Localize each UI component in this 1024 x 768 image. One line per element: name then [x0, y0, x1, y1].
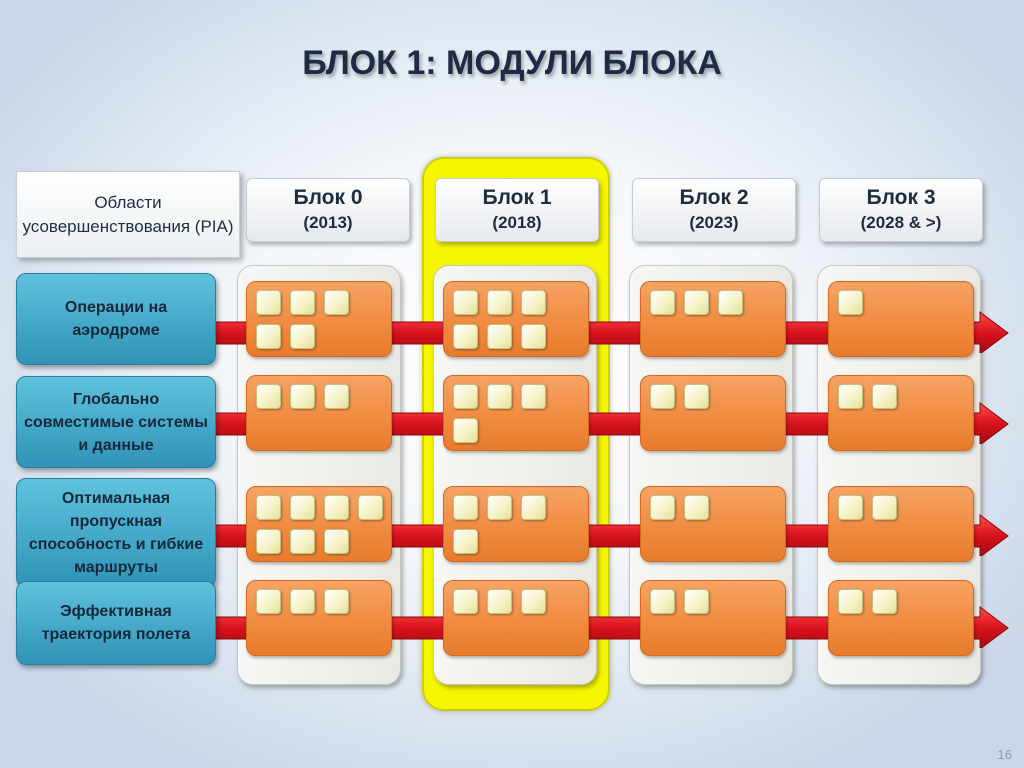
- module-cell: [828, 281, 974, 357]
- module-icon: [453, 418, 478, 443]
- module-icon: [838, 495, 863, 520]
- module-icon: [453, 495, 478, 520]
- module-icon: [650, 290, 675, 315]
- block-name: Блок 1: [482, 186, 552, 209]
- module-cell: [640, 375, 786, 451]
- module-cell: [640, 580, 786, 656]
- module-cell: [828, 486, 974, 562]
- module-icon: [256, 529, 281, 554]
- module-cell: [443, 580, 589, 656]
- module-icon: [324, 495, 349, 520]
- module-cell: [828, 580, 974, 656]
- block-year: (2023): [689, 213, 739, 232]
- block-year: (2013): [303, 213, 353, 232]
- module-icon: [650, 384, 675, 409]
- block-name: Блок 3: [866, 186, 936, 209]
- module-cell: [246, 486, 392, 562]
- module-icon: [521, 324, 546, 349]
- module-icon: [256, 384, 281, 409]
- module-icon: [650, 495, 675, 520]
- module-cell: [443, 375, 589, 451]
- module-cell: [640, 281, 786, 357]
- module-icon: [453, 529, 478, 554]
- module-icon: [838, 384, 863, 409]
- module-icon: [324, 529, 349, 554]
- module-icon: [684, 290, 709, 315]
- module-icon: [521, 290, 546, 315]
- module-icon: [684, 589, 709, 614]
- module-icon: [487, 384, 512, 409]
- module-icon: [487, 324, 512, 349]
- module-icon: [453, 589, 478, 614]
- module-icon: [453, 290, 478, 315]
- module-icon: [487, 589, 512, 614]
- block-header-3: Блок 3 (2028 & >): [819, 178, 983, 242]
- module-cell: [443, 281, 589, 357]
- page-title: БЛОК 1: МОДУЛИ БЛОКА: [302, 44, 722, 82]
- block-year: (2028 & >): [860, 213, 942, 232]
- module-icon: [718, 290, 743, 315]
- row-label-3: Эффективная траектория полета: [16, 581, 216, 665]
- module-icon: [324, 589, 349, 614]
- module-icon: [324, 384, 349, 409]
- block-name: Блок 0: [293, 186, 363, 209]
- module-cell: [828, 375, 974, 451]
- module-cell: [246, 375, 392, 451]
- module-icon: [256, 290, 281, 315]
- module-icon: [521, 589, 546, 614]
- module-icon: [290, 495, 315, 520]
- module-icon: [487, 290, 512, 315]
- module-icon: [290, 290, 315, 315]
- module-cell: [640, 486, 786, 562]
- module-icon: [290, 324, 315, 349]
- module-icon: [872, 384, 897, 409]
- module-icon: [256, 324, 281, 349]
- block-header-0: Блок 0 (2013): [246, 178, 410, 242]
- module-icon: [521, 384, 546, 409]
- module-icon: [290, 384, 315, 409]
- module-icon: [358, 495, 383, 520]
- module-icon: [838, 290, 863, 315]
- module-icon: [453, 324, 478, 349]
- module-icon: [650, 589, 675, 614]
- module-icon: [838, 589, 863, 614]
- row-label-0: Операции на аэродроме: [16, 273, 216, 365]
- module-cell: [443, 486, 589, 562]
- row-label-1: Глобально совместимые системы и данные: [16, 376, 216, 468]
- row-label-2: Оптимальная пропускная способность и гиб…: [16, 478, 216, 588]
- module-cell: [246, 580, 392, 656]
- module-icon: [290, 529, 315, 554]
- module-icon: [487, 495, 512, 520]
- module-icon: [521, 495, 546, 520]
- block-name: Блок 2: [679, 186, 749, 209]
- module-icon: [453, 384, 478, 409]
- block-year: (2018): [492, 213, 542, 232]
- block-header-2: Блок 2 (2023): [632, 178, 796, 242]
- page-number: 16: [997, 747, 1012, 762]
- module-icon: [872, 495, 897, 520]
- module-icon: [290, 589, 315, 614]
- module-cell: [246, 281, 392, 357]
- module-icon: [684, 384, 709, 409]
- module-icon: [324, 290, 349, 315]
- module-icon: [256, 589, 281, 614]
- module-icon: [684, 495, 709, 520]
- pia-header: Области усовершенствования (PIA): [16, 171, 240, 258]
- module-icon: [256, 495, 281, 520]
- block-header-1: Блок 1 (2018): [435, 178, 599, 242]
- module-icon: [872, 589, 897, 614]
